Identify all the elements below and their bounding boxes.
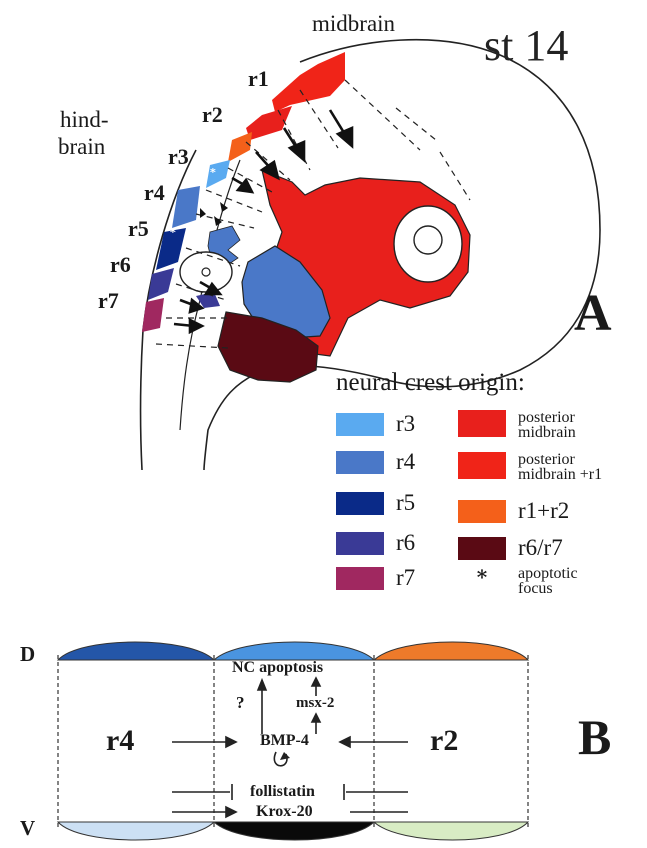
ventral-label: V xyxy=(20,818,35,839)
follistatin-label: follistatin xyxy=(250,784,315,800)
legend-swatch-r7 xyxy=(336,567,384,590)
small-arrowheads xyxy=(200,202,228,226)
rhombomere-label-r1: r1 xyxy=(248,68,269,90)
legend-label-posterior-midbrain: posterior midbrain xyxy=(518,410,576,440)
legend-item-posterior-midbrain: posterior midbrain xyxy=(458,410,576,440)
apoptotic-focus-symbol: * xyxy=(458,566,506,588)
legend-label-posterior-midbrain-r1: posterior midbrain +r1 xyxy=(518,452,602,482)
legend-label-r1-r2: r1+r2 xyxy=(518,500,569,522)
r7-strip xyxy=(142,298,164,332)
hindbrain-label-line1: hind- xyxy=(60,108,109,131)
legend-swatch-posterior-midbrain xyxy=(458,410,506,437)
legend-label-apoptotic-focus-line1: apoptotic xyxy=(518,566,578,581)
legend-label-posterior-midbrain-line1: posterior xyxy=(518,410,576,425)
r2-top-cap xyxy=(374,642,528,660)
otolith xyxy=(202,268,210,276)
dorsal-label: D xyxy=(20,644,35,665)
r6-strip xyxy=(148,268,174,300)
panel-a-letter: A xyxy=(574,288,612,340)
stage-label: st 14 xyxy=(484,24,568,68)
r3-bottom-cap xyxy=(214,822,374,840)
legend-swatch-r5 xyxy=(336,492,384,515)
legend-item-posterior-midbrain-r1: posterior midbrain +r1 xyxy=(458,452,602,482)
legend-label-r3: r3 xyxy=(396,413,415,435)
segment-label-r4: r4 xyxy=(106,726,134,756)
rhombomere-label-r5: r5 xyxy=(128,218,149,240)
legend-label-apoptotic-focus-line2: focus xyxy=(518,581,578,596)
legend-item-r3: r3 xyxy=(336,413,415,436)
krox20-label: Krox-20 xyxy=(256,804,313,820)
r4-top-cap xyxy=(58,642,214,660)
legend-swatch-r4 xyxy=(336,451,384,474)
bmp4-autoloop-head xyxy=(280,752,290,760)
legend-item-r6-r7: r6/r7 xyxy=(458,537,563,560)
legend-label-posterior-midbrain-r1-line2: midbrain +r1 xyxy=(518,467,602,482)
bmp4-label: BMP-4 xyxy=(260,733,309,749)
rhombomere-label-r6: r6 xyxy=(110,254,131,276)
lens xyxy=(414,226,442,254)
legend-label-r6-r7: r6/r7 xyxy=(518,537,563,559)
r2-bottom-cap xyxy=(374,822,528,840)
rhombomere-label-r4: r4 xyxy=(144,182,165,204)
rhombomere-label-r2: r2 xyxy=(202,104,223,126)
panel-b-letter: B xyxy=(578,712,611,762)
legend-item-r1-r2: r1+r2 xyxy=(458,500,569,523)
svg-text:*: * xyxy=(210,166,216,179)
svg-text:*: * xyxy=(170,226,176,239)
segment-label-r2: r2 xyxy=(430,726,458,756)
legend-label-apoptotic-focus: apoptotic focus xyxy=(518,566,578,596)
r4-bottom-cap xyxy=(58,822,214,840)
legend-swatch-posterior-midbrain-r1 xyxy=(458,452,506,479)
legend-label-r7: r7 xyxy=(396,567,415,589)
hindbrain-label-line2: brain xyxy=(58,135,105,158)
r4-strip xyxy=(172,186,200,228)
legend-label-r4: r4 xyxy=(396,451,415,473)
legend-label-r6: r6 xyxy=(396,532,415,554)
msx2-label: msx-2 xyxy=(296,696,334,711)
legend-label-r5: r5 xyxy=(396,492,415,514)
legend-item-r4: r4 xyxy=(336,451,415,474)
legend-title: neural crest origin: xyxy=(336,370,525,395)
legend-swatch-r3 xyxy=(336,413,384,436)
question-label: ? xyxy=(236,694,245,711)
legend-item-r5: r5 xyxy=(336,492,415,515)
r2-orange xyxy=(228,132,252,162)
legend-swatch-r1-r2 xyxy=(458,500,506,523)
legend-swatch-r6-r7 xyxy=(458,537,506,560)
rhombomere-label-r3: r3 xyxy=(168,146,189,168)
legend-label-posterior-midbrain-r1-line1: posterior xyxy=(518,452,602,467)
nc-apoptosis-label: NC apoptosis xyxy=(232,660,323,676)
legend-item-r7: r7 xyxy=(336,567,415,590)
midbrain-label: midbrain xyxy=(312,12,395,35)
legend-item-apoptotic-focus: * apoptotic focus xyxy=(458,566,578,596)
rhombomere-label-r7: r7 xyxy=(98,290,119,312)
legend-item-r6: r6 xyxy=(336,532,415,555)
legend-swatch-r6 xyxy=(336,532,384,555)
r3-top-cap xyxy=(214,642,374,660)
legend-label-posterior-midbrain-line2: midbrain xyxy=(518,425,576,440)
